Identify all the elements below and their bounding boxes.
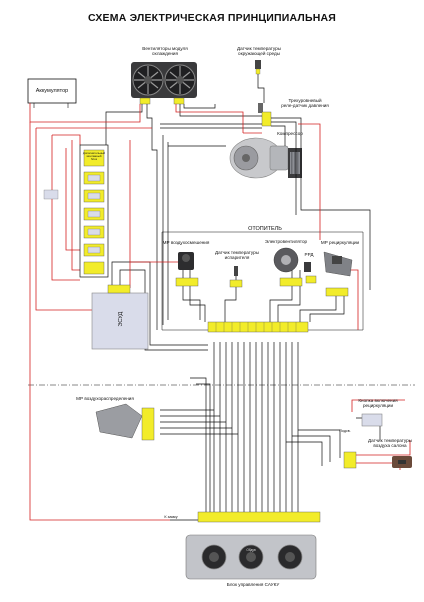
recirc-button-icon (361, 413, 383, 427)
damper-actuator-icon (95, 403, 155, 441)
battery-label: Аккумулятор (35, 88, 69, 94)
compressor-label: Компрессор (277, 131, 303, 136)
ecu-box (91, 284, 149, 350)
ambient-sensor-label: Датчик температуры окружающей среды (237, 46, 281, 57)
relay-block-label: Дополнительный монтажный блок (82, 151, 106, 162)
recirc-button-label: Кнопка включения рециркуляции (358, 398, 398, 409)
blower-motor-icon (273, 247, 311, 273)
backlight-label: Подсв. (339, 429, 351, 433)
distribution-damper-label: МР воздухораспределения (76, 396, 134, 401)
control-knob-icon (277, 544, 303, 570)
cabin-sensor-label: Датчик температуры воздуха салона (368, 438, 412, 449)
pressure-relay-icon (258, 103, 272, 127)
fan-module-icon (131, 62, 197, 98)
connector (343, 451, 357, 469)
temperature-sensor-icon (255, 60, 261, 75)
evap-sensor-label: Датчик температуры испарителя (215, 250, 259, 261)
fans-label: Вентиляторы модуля охлаждения (142, 46, 188, 57)
control-unit (185, 534, 317, 580)
ign-label: К замку (164, 515, 178, 519)
recirc-damper-label: МР рециркуляции (320, 240, 360, 245)
blower-label: Электровентилятор (264, 239, 308, 244)
connector (139, 97, 185, 105)
control-knob-icon (201, 544, 227, 570)
battery (27, 78, 77, 108)
panel-mid-label: Обдув (246, 548, 256, 552)
relay-block (43, 144, 109, 278)
compressor-icon (229, 137, 302, 179)
control-unit-label: Блок управления САУКУ (226, 582, 280, 587)
rpd-label: РРД (304, 252, 314, 257)
control-knob-icon (238, 544, 264, 570)
ecu-label: ЭСУД (117, 311, 124, 327)
damper-actuator-icon (178, 252, 194, 270)
temperature-sensor-icon (234, 266, 238, 276)
heater-label: ОТОПИТЕЛЬ (248, 226, 282, 232)
diagram-title: СХЕМА ЭЛЕКТРИЧЕСКАЯ ПРИНЦИПИАЛЬНАЯ (87, 12, 337, 24)
mixing-damper-label: МР воздухосмешения (162, 240, 210, 245)
connector (175, 275, 349, 523)
pressure-relay-label: Трехуровневый реле-датчик давления (281, 98, 329, 109)
damper-actuator-icon (323, 251, 353, 277)
temperature-sensor-icon (392, 456, 412, 468)
